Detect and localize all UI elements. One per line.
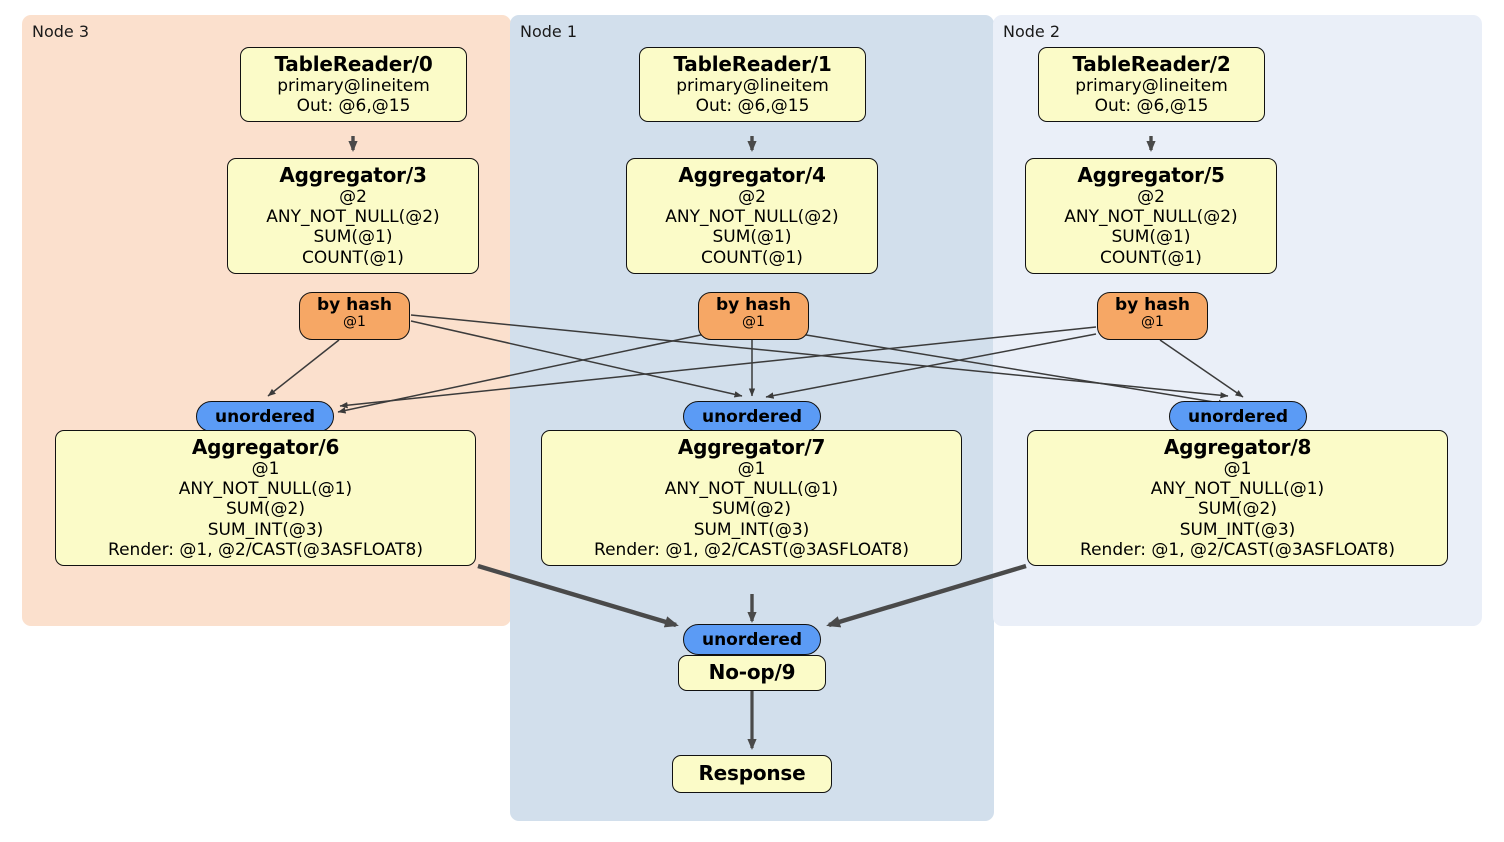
- box-response[interactable]: Response: [672, 755, 832, 794]
- box-line: SUM(@2): [1198, 499, 1277, 520]
- box-line: @2: [738, 187, 766, 208]
- box-title: Response: [698, 761, 806, 785]
- box-line: ANY_NOT_NULL(@1): [178, 479, 353, 500]
- box-line: Out: @6,@15: [1094, 96, 1209, 117]
- box-title: Aggregator/3: [279, 163, 427, 187]
- synchronizer-unordered-noop9[interactable]: unordered: [683, 624, 821, 655]
- box-line: SUM_INT(@3): [207, 519, 324, 540]
- box-title: TableReader/2: [1072, 52, 1231, 76]
- router-label: by hash: [317, 295, 392, 315]
- panel-node1-label: Node 1: [520, 22, 578, 41]
- box-line: COUNT(@1): [701, 247, 803, 268]
- box-line: primary@lineitem: [676, 76, 829, 97]
- box-title: TableReader/1: [673, 52, 832, 76]
- panel-node2-label: Node 2: [1003, 22, 1061, 41]
- box-line: SUM(@1): [712, 227, 792, 248]
- router-hash-aggregator4[interactable]: by hash @1: [698, 292, 809, 340]
- box-line: @1: [1223, 459, 1252, 480]
- box-aggregator6[interactable]: Aggregator/6 @1 ANY_NOT_NULL(@1) SUM(@2)…: [55, 430, 476, 566]
- box-aggregator7[interactable]: Aggregator/7 @1 ANY_NOT_NULL(@1) SUM(@2)…: [541, 430, 962, 566]
- box-line: @2: [339, 187, 367, 208]
- box-line: ANY_NOT_NULL(@1): [1150, 479, 1325, 500]
- synchronizer-label: unordered: [214, 406, 316, 427]
- box-line: SUM(@1): [1111, 227, 1191, 248]
- box-tablereader1[interactable]: TableReader/1 primary@lineitem Out: @6,@…: [639, 47, 866, 123]
- router-column: @1: [1141, 314, 1164, 331]
- box-title: Aggregator/5: [1077, 163, 1225, 187]
- panel-node3-label: Node 3: [32, 22, 90, 41]
- box-noop9[interactable]: No-op/9: [678, 655, 826, 692]
- box-title: TableReader/0: [274, 52, 433, 76]
- box-tablereader2[interactable]: TableReader/2 primary@lineitem Out: @6,@…: [1038, 47, 1265, 123]
- box-line: ANY_NOT_NULL(@2): [665, 207, 839, 228]
- synchronizer-label: unordered: [701, 406, 803, 427]
- box-line: COUNT(@1): [302, 247, 404, 268]
- router-column: @1: [742, 314, 765, 331]
- router-hash-aggregator3[interactable]: by hash @1: [299, 292, 410, 340]
- box-line: SUM(@2): [226, 499, 305, 520]
- router-hash-aggregator5[interactable]: by hash @1: [1097, 292, 1208, 340]
- box-line: ANY_NOT_NULL(@2): [1064, 207, 1238, 228]
- box-line: ANY_NOT_NULL(@1): [664, 479, 839, 500]
- box-line: Render: @1, @2/CAST(@3ASFLOAT8): [108, 539, 423, 560]
- box-aggregator4[interactable]: Aggregator/4 @2 ANY_NOT_NULL(@2) SUM(@1)…: [626, 158, 878, 274]
- box-line: @1: [251, 459, 280, 480]
- box-line: COUNT(@1): [1100, 247, 1202, 268]
- box-line: primary@lineitem: [277, 76, 430, 97]
- box-title: No-op/9: [708, 660, 796, 684]
- box-title: Aggregator/7: [677, 435, 826, 459]
- box-line: @1: [737, 459, 766, 480]
- router-column: @1: [343, 314, 366, 331]
- box-line: SUM_INT(@3): [693, 519, 810, 540]
- router-label: by hash: [716, 295, 791, 315]
- box-line: ANY_NOT_NULL(@2): [266, 207, 440, 228]
- box-line: Render: @1, @2/CAST(@3ASFLOAT8): [1080, 539, 1395, 560]
- box-tablereader0[interactable]: TableReader/0 primary@lineitem Out: @6,@…: [240, 47, 467, 123]
- synchronizer-unordered-aggregator6[interactable]: unordered: [196, 401, 334, 432]
- box-title: Aggregator/4: [678, 163, 826, 187]
- box-aggregator5[interactable]: Aggregator/5 @2 ANY_NOT_NULL(@2) SUM(@1)…: [1025, 158, 1277, 274]
- box-line: Render: @1, @2/CAST(@3ASFLOAT8): [594, 539, 909, 560]
- synchronizer-label: unordered: [701, 629, 803, 650]
- box-line: Out: @6,@15: [695, 96, 810, 117]
- box-aggregator8[interactable]: Aggregator/8 @1 ANY_NOT_NULL(@1) SUM(@2)…: [1027, 430, 1448, 566]
- box-line: @2: [1137, 187, 1165, 208]
- synchronizer-label: unordered: [1187, 406, 1289, 427]
- box-line: SUM(@1): [313, 227, 393, 248]
- box-title: Aggregator/8: [1163, 435, 1312, 459]
- router-label: by hash: [1115, 295, 1190, 315]
- synchronizer-unordered-aggregator8[interactable]: unordered: [1169, 401, 1307, 432]
- box-line: Out: @6,@15: [296, 96, 411, 117]
- box-line: SUM(@2): [712, 499, 791, 520]
- box-line: primary@lineitem: [1075, 76, 1228, 97]
- box-line: SUM_INT(@3): [1179, 519, 1296, 540]
- synchronizer-unordered-aggregator7[interactable]: unordered: [683, 401, 821, 432]
- box-title: Aggregator/6: [191, 435, 340, 459]
- box-aggregator3[interactable]: Aggregator/3 @2 ANY_NOT_NULL(@2) SUM(@1)…: [227, 158, 479, 274]
